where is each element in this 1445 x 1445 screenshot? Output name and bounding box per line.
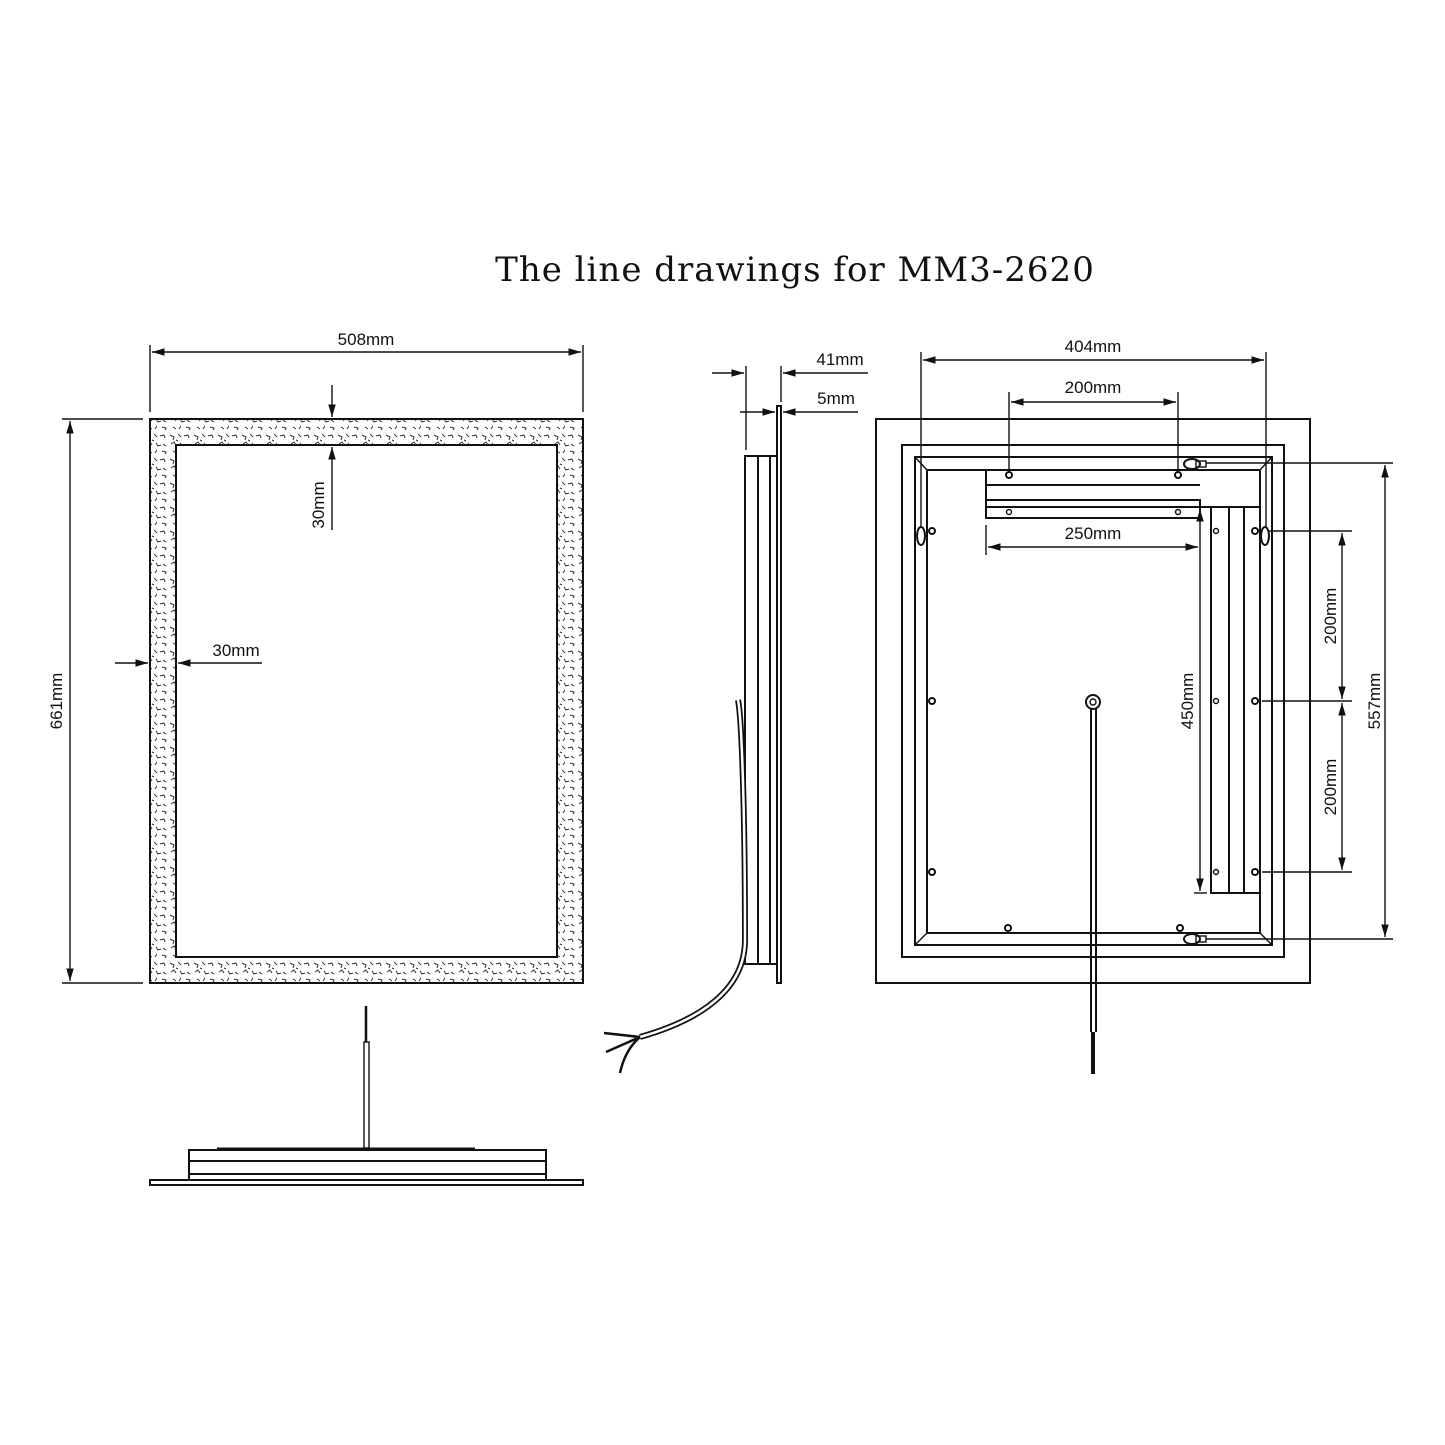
cable-grommet	[1085, 694, 1101, 710]
drawing-title: The line drawings for MM3-2620	[495, 250, 1095, 290]
mirror-glass-area	[175, 444, 558, 958]
glass-thickness-label: 5mm	[817, 389, 855, 408]
top-holes-label: 200mm	[1065, 378, 1122, 397]
width-label: 508mm	[338, 330, 395, 349]
top-border-label: 30mm	[309, 481, 328, 528]
upper-hole-spacing-label: 200mm	[1321, 588, 1340, 645]
side-bar-label: 450mm	[1178, 673, 1197, 730]
keyhole-hanger-icon	[916, 458, 1270, 945]
power-cable	[639, 699, 747, 1039]
power-cable-bottom	[363, 1041, 370, 1149]
side-border-label: 30mm	[212, 641, 259, 660]
bracket-span-label: 404mm	[1065, 337, 1122, 356]
front-view: 508mm 661mm 30mm 30mm	[47, 330, 584, 984]
vertical-span-label: 557mm	[1365, 673, 1384, 730]
side-mounting-bar	[1210, 506, 1261, 894]
back-view: 404mm 200mm 250mm 450mm 200mm 200mm 557m…	[875, 337, 1393, 1074]
side-view: 41mm 5mm	[603, 350, 868, 1074]
top-bar-label: 250mm	[1065, 524, 1122, 543]
glass-panel	[776, 405, 782, 984]
top-mounting-bar	[985, 499, 1201, 519]
depth-label: 41mm	[816, 350, 863, 369]
lower-hole-spacing-label: 200mm	[1321, 759, 1340, 816]
cable-wire-ends	[603, 1031, 641, 1074]
bottom-view	[149, 1006, 584, 1186]
height-label: 661mm	[47, 673, 66, 730]
